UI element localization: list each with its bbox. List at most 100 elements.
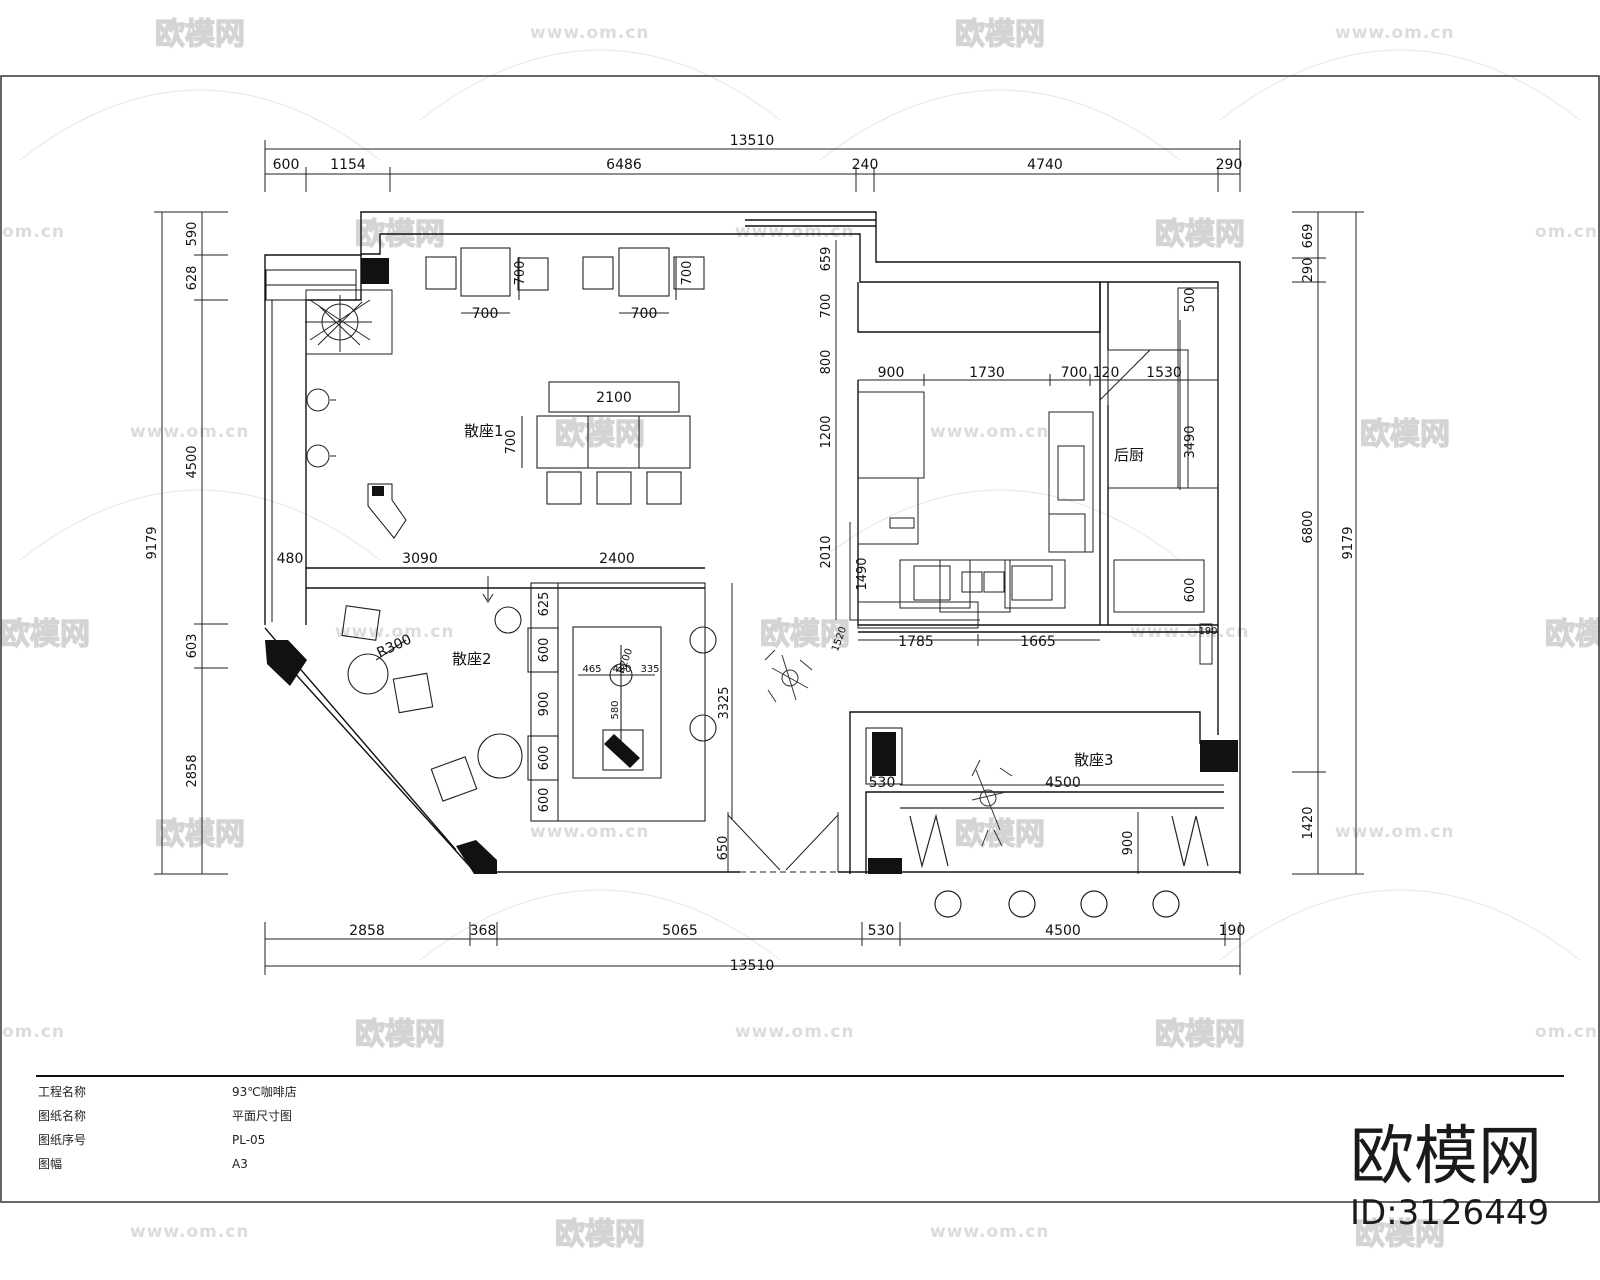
kitchen-fixtures <box>849 287 1219 665</box>
watermark-brand: 欧模网 <box>955 17 1045 52</box>
left-dimensions <box>154 211 228 875</box>
bottom-dimensions <box>264 922 1241 975</box>
dim-seat3: 900 <box>1121 831 1136 856</box>
dim-booth: 600 <box>537 638 552 663</box>
dim-booth: 600 <box>537 746 552 771</box>
sheet-border <box>0 75 1600 1203</box>
dim-row: 2400 <box>599 551 635 567</box>
title-block: 工程名称 图纸名称 图纸序号 图幅 93℃咖啡店 平面尺寸图 PL-05 A3 <box>38 1084 297 1171</box>
dim-kitchen: 800 <box>819 350 834 375</box>
watermark-brand: 欧模网 <box>1545 617 1600 652</box>
dim-booth: 3325 <box>717 686 732 719</box>
dim-booth: 900 <box>537 692 552 717</box>
watermark-url: www.om.cn <box>530 23 650 43</box>
title-value: PL-05 <box>232 1133 265 1147</box>
dim-table-small: 480 <box>612 664 631 675</box>
watermark-url: om.cn <box>1535 1022 1598 1042</box>
dim-bottom-segment: 4500 <box>1045 923 1081 939</box>
dim-top-segment: 600 <box>273 157 300 173</box>
watermark-url: www.om.cn <box>1335 822 1455 842</box>
dim-top-segment: 6486 <box>606 157 642 173</box>
walls <box>264 211 1241 874</box>
kitchen-dimensions <box>835 240 1218 646</box>
dim-kitchen: 1530 <box>1146 365 1182 381</box>
dim-door: 650 <box>716 836 731 861</box>
watermark-url: www.om.cn <box>130 422 250 442</box>
brand-id: ID:3126449 <box>1350 1193 1549 1233</box>
booth-column <box>604 734 640 768</box>
dim-left-segment: 4500 <box>185 445 200 478</box>
dim-row: 3090 <box>402 551 438 567</box>
watermark-url: www.om.cn <box>335 622 455 642</box>
top-dimensions <box>264 140 1241 192</box>
entrance-door <box>727 812 839 873</box>
watermark-brand: 欧模网 <box>355 1017 445 1052</box>
room-label-kitchen: 后厨 <box>1114 446 1144 464</box>
dim-table-small: 335 <box>640 664 659 675</box>
title-label: 工程名称 <box>38 1084 86 1099</box>
watermark-url: www.om.cn <box>930 1222 1050 1242</box>
dim-kitchen: 900 <box>878 365 905 381</box>
dim-kitchen: 120 <box>1093 365 1120 381</box>
dim-top-segment: 290 <box>1216 157 1243 173</box>
counter-block <box>865 727 903 785</box>
dim-bar: 2100 <box>596 390 632 406</box>
watermark-brand: 欧模网 <box>760 617 850 652</box>
watermark-url: www.om.cn <box>735 222 855 242</box>
dim-kitchen: 1665 <box>1020 634 1056 650</box>
dim-table: 700 <box>513 261 528 286</box>
dim-bottom-segment: 5065 <box>662 923 698 939</box>
dim-table: 700 <box>631 306 658 322</box>
dim-seat3: 4500 <box>1045 775 1081 791</box>
table-set-2 <box>582 247 705 314</box>
dim-kitchen: 1785 <box>898 634 934 650</box>
watermark-brand: 欧模网 <box>555 1217 645 1252</box>
dim-left-segment: 2858 <box>185 754 200 787</box>
dim-table-small: 465 <box>582 664 601 675</box>
watermark-url: www.om.cn <box>930 422 1050 442</box>
dim-kitchen: 700 <box>1061 365 1088 381</box>
watermark-brand: 欧模网 <box>955 817 1045 852</box>
dim-kitchen: 700 <box>819 294 834 319</box>
right-dimensions <box>1292 211 1364 875</box>
bar-stools-left <box>306 388 336 468</box>
title-label: 图纸名称 <box>38 1108 86 1123</box>
dim-right-segment: 1420 <box>1301 806 1316 839</box>
room-label-seat3: 散座3 <box>1074 751 1114 769</box>
dim-top-segment: 4740 <box>1027 157 1063 173</box>
dim-right-segment: 6800 <box>1301 510 1316 543</box>
dim-kitchen: 1730 <box>969 365 1005 381</box>
watermark-url: om.cn <box>2 1022 65 1042</box>
dim-table-small: 580 <box>610 700 621 719</box>
dim-table: 700 <box>472 306 499 322</box>
lounge-seating <box>341 605 523 802</box>
dim-bottom-segment: 2858 <box>349 923 385 939</box>
watermark-url: www.om.cn <box>130 1222 250 1242</box>
title-label: 图幅 <box>38 1156 62 1171</box>
watermark-brand: 欧模网 <box>155 17 245 52</box>
dim-seat3: 530 <box>869 775 896 791</box>
dim-kitchen: 600 <box>1183 578 1198 603</box>
dim-bottom-segment: 190 <box>1219 923 1246 939</box>
watermark-layer: 欧模网 www.om.cn 欧模网 www.om.cn om.cn 欧模网 ww… <box>0 16 1600 1252</box>
dim-top-overall: 13510 <box>730 133 775 149</box>
room-label-seat1: 散座1 <box>464 422 504 440</box>
watermark-url: www.om.cn <box>1335 23 1455 43</box>
watermark-brand: 欧模网 <box>155 817 245 852</box>
room-label-seat2: 散座2 <box>452 650 492 668</box>
dim-table: 700 <box>680 261 695 286</box>
booth-seating <box>527 582 717 822</box>
title-value: 93℃咖啡店 <box>232 1084 297 1099</box>
watermark-url: www.om.cn <box>530 822 650 842</box>
dim-bottom-overall: 13510 <box>730 958 775 974</box>
structural-columns <box>265 258 1238 874</box>
dim-table-small: R200 <box>616 647 635 675</box>
title-label: 图纸序号 <box>38 1132 86 1147</box>
bar-counter-seat3 <box>900 807 1224 918</box>
dim-left-segment: 603 <box>185 634 200 659</box>
long-bar-table <box>521 381 691 505</box>
dim-kitchen: 1490 <box>855 557 870 590</box>
watermark-brand: 欧模网 <box>1355 1217 1445 1252</box>
dim-kitchen: 3490 <box>1183 425 1198 458</box>
